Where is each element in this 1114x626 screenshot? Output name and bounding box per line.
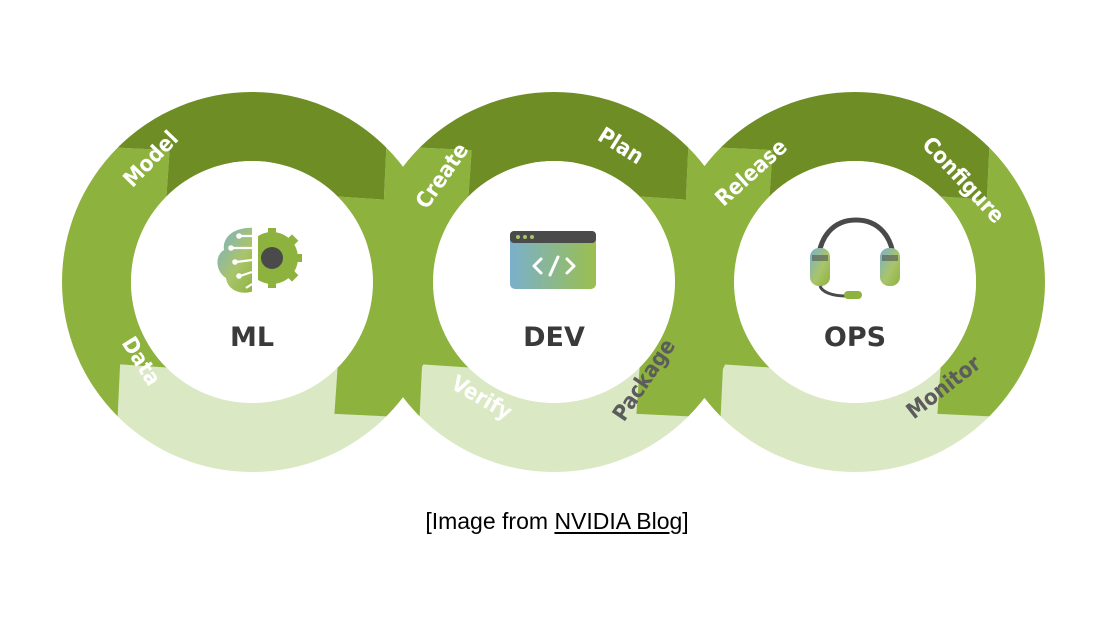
ops-ring-segment-2 xyxy=(937,147,1045,417)
caption-suffix: ] xyxy=(682,508,689,534)
ops-center-label: OPS xyxy=(824,322,886,353)
headset-icon xyxy=(810,217,900,299)
nvidia-blog-link[interactable]: NVIDIA Blog xyxy=(554,508,683,534)
brain-gear-icon xyxy=(217,226,302,293)
dev-ring-segment-3 xyxy=(419,364,689,472)
ops-ring-segment-3 xyxy=(720,364,990,472)
ml-ring-segment-2 xyxy=(334,147,442,417)
ml-ring-segment-3 xyxy=(117,364,387,472)
ml-ring xyxy=(62,92,442,472)
ops-center xyxy=(734,161,976,403)
ml-ring-segment-4 xyxy=(62,147,170,417)
ops-ring-segment-1 xyxy=(720,92,990,200)
code-window-icon xyxy=(510,231,596,289)
dev-ring-segment-1 xyxy=(419,92,689,200)
dev-center-label: DEV xyxy=(523,322,585,353)
ml-center-label: ML xyxy=(230,322,274,353)
caption-prefix: [Image from xyxy=(425,508,555,534)
dev-ring-segment-2 xyxy=(636,147,744,417)
image-caption: [Image from NVIDIA Blog] xyxy=(0,506,1114,536)
ml-ring-segment-1 xyxy=(117,92,387,200)
